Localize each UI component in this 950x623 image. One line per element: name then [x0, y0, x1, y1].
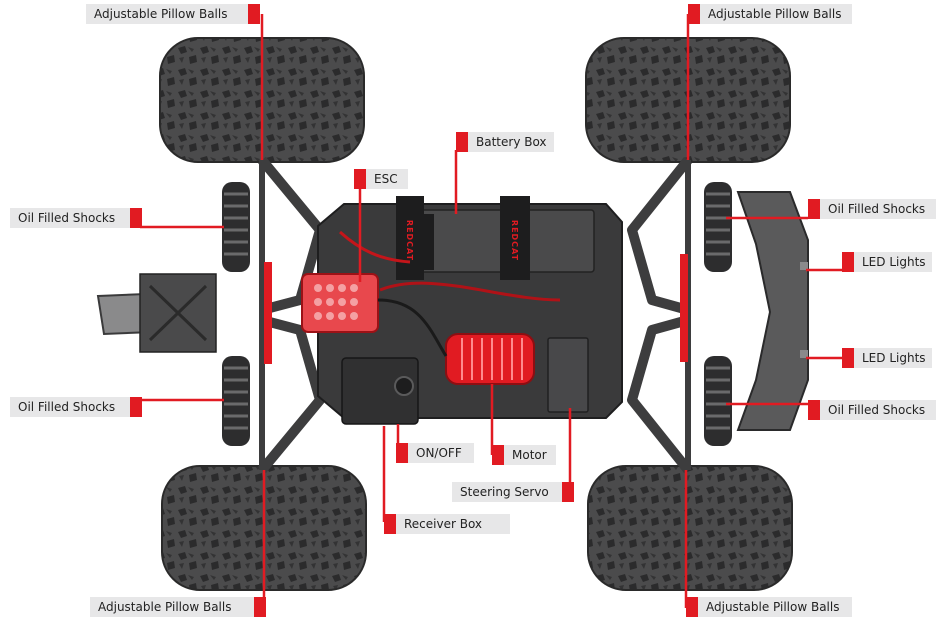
esc-unit [301, 273, 379, 333]
callout-led-lights-top: LED Lights [842, 252, 932, 272]
callout-receiver-box: Receiver Box [384, 514, 510, 534]
callout-tab [354, 169, 366, 189]
battery-strap-logo-left: REDCAT [398, 210, 422, 270]
callout-tab [384, 514, 396, 534]
callout-oil-shocks-front-top: Oil Filled Shocks [808, 199, 936, 219]
callout-tab [248, 4, 260, 24]
callout-oil-shocks-rear-bottom: Oil Filled Shocks [10, 397, 142, 417]
left-shocks [222, 182, 250, 446]
callout-label: Oil Filled Shocks [10, 397, 130, 417]
callout-steering-servo: Steering Servo [452, 482, 574, 502]
callout-label: ESC [366, 169, 408, 189]
front-bumper [736, 191, 809, 431]
callout-label: Receiver Box [396, 514, 510, 534]
wiring [338, 230, 561, 357]
callout-esc: ESC [354, 169, 408, 189]
callout-label: Adjustable Pillow Balls [86, 4, 248, 24]
callout-tab [842, 348, 854, 368]
callout-label: Adjustable Pillow Balls [698, 597, 852, 617]
callout-oil-shocks-rear-top: Oil Filled Shocks [10, 208, 142, 228]
callout-tab [808, 199, 820, 219]
leader-lines [140, 14, 842, 608]
callout-pillow-balls-front-right: Adjustable Pillow Balls [688, 4, 852, 24]
axle-plates [264, 254, 688, 364]
motor-unit [445, 333, 535, 385]
callout-label: ON/OFF [408, 443, 474, 463]
callout-label: Oil Filled Shocks [820, 199, 936, 219]
callout-pillow-balls-rear-right: Adjustable Pillow Balls [686, 597, 852, 617]
callout-label: Adjustable Pillow Balls [700, 4, 852, 24]
callout-tab [130, 208, 142, 228]
callout-tab [254, 597, 266, 617]
callout-label: Steering Servo [452, 482, 562, 502]
callout-label: Oil Filled Shocks [10, 208, 130, 228]
callout-pillow-balls-front-left: Adjustable Pillow Balls [86, 4, 262, 24]
battery-strap-logo-right: REDCAT [503, 210, 527, 270]
callout-battery-box: Battery Box [456, 132, 554, 152]
wheel-rear-right [587, 465, 793, 591]
callout-tab [130, 397, 142, 417]
callout-label: Adjustable Pillow Balls [90, 597, 254, 617]
callout-label: Motor [504, 445, 556, 465]
rear-bumper [96, 273, 217, 353]
strap-logo-text: REDCAT [510, 219, 520, 261]
left-suspension [258, 156, 325, 474]
receiver-box-unit [341, 357, 419, 425]
callout-tab [396, 443, 408, 463]
right-suspension [627, 156, 692, 474]
callout-tab [456, 132, 468, 152]
callout-tab [808, 400, 820, 420]
callout-tab [842, 252, 854, 272]
callout-tab [562, 482, 574, 502]
callout-tab [686, 597, 698, 617]
callout-label: LED Lights [854, 252, 932, 272]
callout-label: Oil Filled Shocks [820, 400, 936, 420]
callout-oil-shocks-front-bottom: Oil Filled Shocks [808, 400, 936, 420]
callout-pillow-balls-rear-left: Adjustable Pillow Balls [90, 597, 266, 617]
callout-label: Battery Box [468, 132, 554, 152]
right-shocks [704, 182, 732, 446]
steering-servo-unit [547, 337, 589, 413]
callout-tab [688, 4, 700, 24]
callout-tab [492, 445, 504, 465]
callout-on-off: ON/OFF [396, 443, 474, 463]
callout-led-lights-bottom: LED Lights [842, 348, 932, 368]
strap-logo-text: REDCAT [405, 219, 415, 261]
callout-label: LED Lights [854, 348, 932, 368]
callout-motor: Motor [492, 445, 556, 465]
